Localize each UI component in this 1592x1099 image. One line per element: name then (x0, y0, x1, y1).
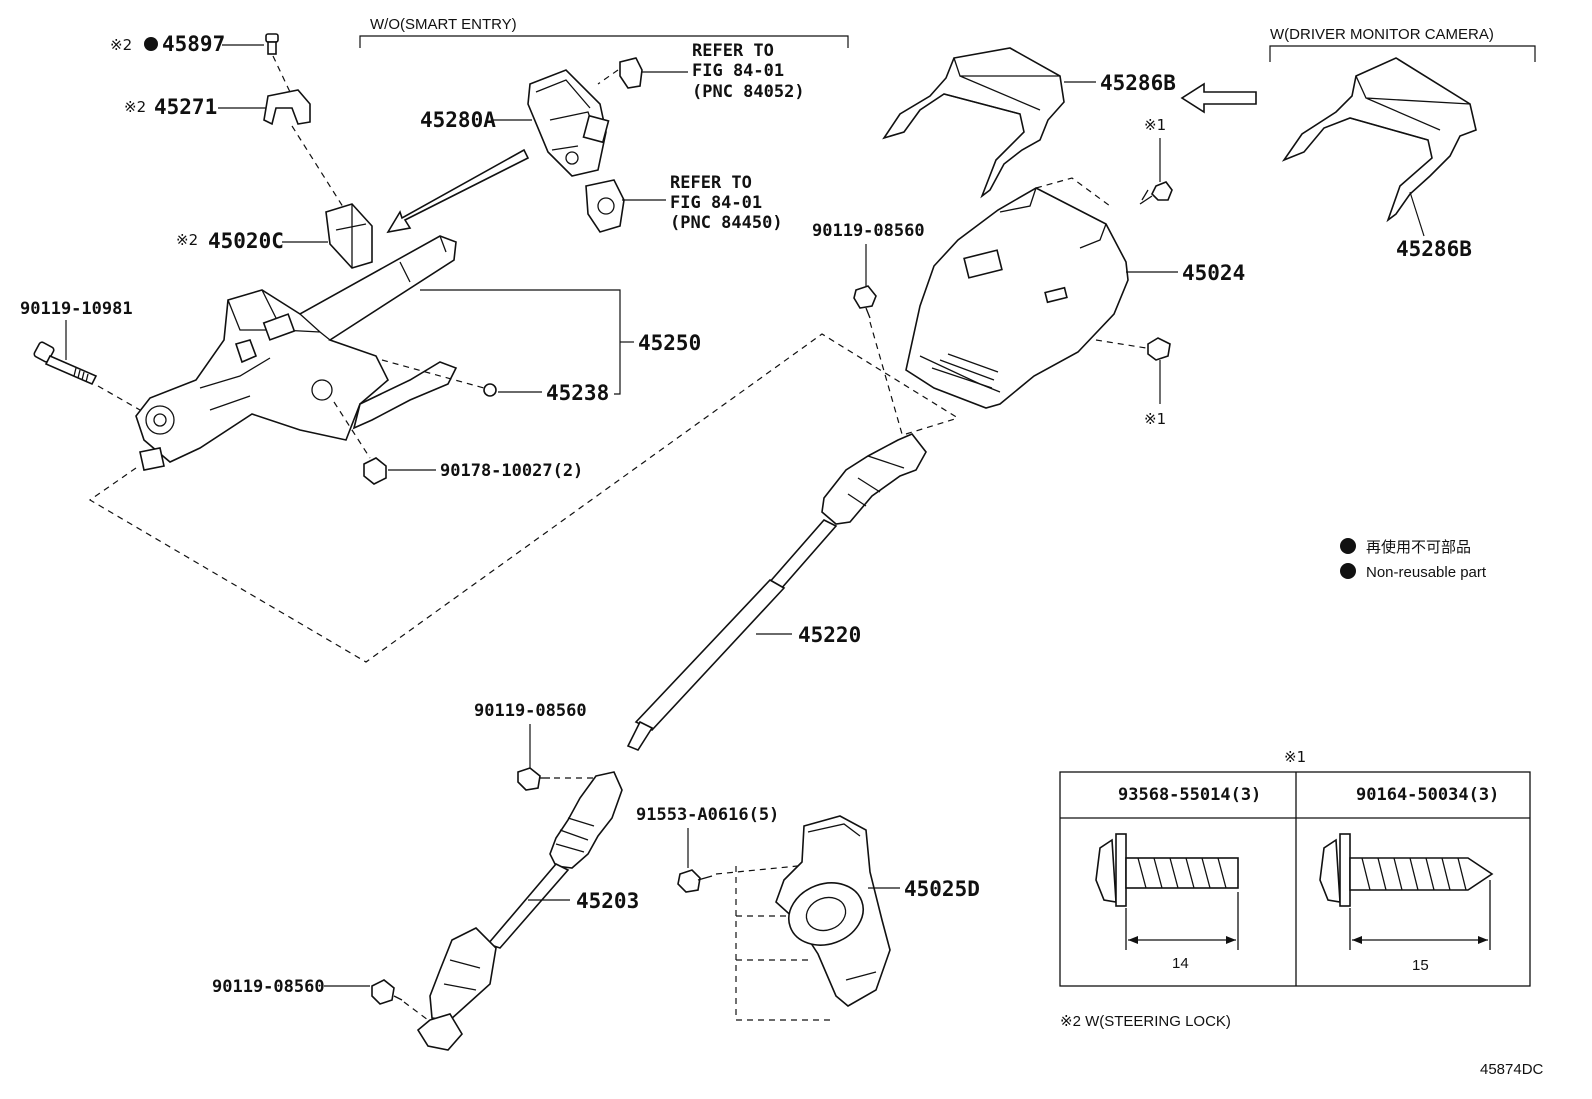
part-45286b-camera-cover (1281, 57, 1477, 223)
part-45203-lower-shaft (416, 771, 623, 1051)
screw-90164-drawing (1319, 833, 1494, 950)
legend-item-en: Non-reusable part (1366, 564, 1487, 581)
label-91553-a0616: 91553-A0616(5) (636, 805, 779, 825)
label-45020c-mark: ※2 (176, 231, 198, 249)
legend: 再使用不可部品 Non-reusable part (1340, 538, 1487, 581)
label-x1-top: ※1 (1144, 116, 1166, 134)
label-45271-mark: ※2 (124, 98, 146, 116)
label-45250: 45250 (638, 331, 701, 355)
part-45025d-hole-cover (775, 815, 891, 1007)
table-col2-header: 90164-50034(3) (1356, 785, 1499, 805)
driver-monitor-bracket-label: W(DRIVER MONITOR CAMERA) (1270, 26, 1494, 43)
label-90119-10981: 90119-10981 (20, 299, 133, 319)
assembly-arrow-left (386, 148, 530, 234)
table-col1-header: 93568-55014(3) (1118, 785, 1261, 805)
label-45238: 45238 (546, 381, 609, 405)
table-col1-dim: 14 (1172, 955, 1189, 972)
table-col2-dim: 15 (1412, 957, 1429, 974)
part-45271-clamp (263, 89, 311, 126)
label-45897: 45897 (162, 32, 225, 56)
part-45020c-bracket (325, 203, 373, 269)
label-45271: 45271 (154, 95, 217, 119)
label-x1-bottom: ※1 (1144, 410, 1166, 428)
label-45897-mark: ※2 (110, 36, 132, 54)
part-screw-x1-bottom (1147, 337, 1171, 361)
part-90119-08560-top-bolt (853, 285, 877, 319)
ref-part-84450 (585, 179, 625, 233)
label-45286b-top: 45286B (1100, 71, 1176, 95)
label-45203: 45203 (576, 889, 639, 913)
part-90119-08560-bottom-bolt (371, 979, 403, 1005)
part-45250-steering-column (135, 235, 458, 471)
part-45897-bolt (265, 33, 279, 55)
legend-item-ja: 再使用不可部品 (1366, 539, 1471, 556)
legend-dot-ja (1340, 538, 1356, 554)
label-45025d: 45025D (904, 877, 980, 901)
part-90119-08560-mid-bolt (517, 767, 550, 791)
refer-b-line3: (PNC 84450) (670, 213, 783, 233)
table-mark: ※1 (1284, 748, 1306, 766)
label-90178-10027: 90178-10027(2) (440, 461, 583, 481)
part-45024-lower-cover (905, 187, 1129, 409)
refer-a-line2: FIG 84-01 (692, 61, 784, 81)
label-90119-08560-bottom: 90119-08560 (212, 977, 325, 997)
part-45238-clip (483, 383, 497, 397)
part-45286b-upper-cover (882, 47, 1065, 199)
footnote-steering-lock: ※2 W(STEERING LOCK) (1060, 1013, 1231, 1030)
label-45286b-right: 45286B (1396, 237, 1472, 261)
refer-b-line2: FIG 84-01 (670, 193, 762, 213)
legend-dot-en (1340, 563, 1356, 579)
label-90119-08560-mid: 90119-08560 (474, 701, 587, 721)
part-45280a-lock-housing (527, 69, 610, 177)
part-45220-intermediate-shaft (626, 433, 927, 751)
driver-monitor-bracket: W(DRIVER MONITOR CAMERA) (1269, 26, 1536, 62)
assembly-envelope (88, 333, 959, 663)
part-91553-a0616-screw (677, 869, 713, 893)
refer-b-line1: REFER TO (670, 173, 752, 193)
assembly-arrow-right (1180, 82, 1257, 114)
smart-entry-bracket-label: W/O(SMART ENTRY) (370, 16, 517, 33)
non-reusable-dot (144, 37, 158, 51)
label-45280a: 45280A (420, 108, 496, 132)
part-90178-10027-nut (363, 457, 387, 485)
refer-a-line1: REFER TO (692, 41, 774, 61)
part-90119-10981-bolt (33, 341, 98, 386)
ref-part-84052 (619, 57, 643, 89)
smart-entry-bracket: W/O(SMART ENTRY) (359, 16, 849, 48)
refer-a-line3: (PNC 84052) (692, 82, 805, 102)
screw-spec-table: ※1 93568-55014(3) 90164-50034(3) 14 15 (1059, 748, 1531, 987)
label-45220: 45220 (798, 623, 861, 647)
screw-93568-drawing (1095, 833, 1239, 950)
diagram-code: 45874DC (1480, 1061, 1544, 1078)
part-screw-x1-top (1139, 181, 1173, 205)
label-45020c: 45020C (208, 229, 284, 253)
label-90119-08560-top: 90119-08560 (812, 221, 925, 241)
label-45024: 45024 (1182, 261, 1245, 285)
